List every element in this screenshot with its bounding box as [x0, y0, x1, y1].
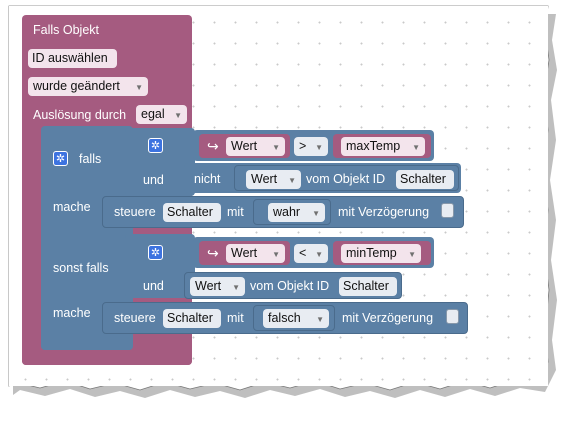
operator-dropdown-1[interactable]: > ▼ — [294, 137, 328, 156]
mit-label-2: mit — [227, 311, 244, 325]
bool-dropdown-1[interactable]: wahr ▼ — [268, 203, 325, 222]
operator-2-label: < — [299, 246, 307, 260]
bool-1-label: wahr — [273, 205, 301, 219]
steuere-label-2: steuere — [114, 311, 156, 325]
gear-icon[interactable]: ✲ — [53, 151, 68, 166]
triangle-down-icon: ▼ — [408, 250, 416, 259]
event-dropdown[interactable]: wurde geändert ▼ — [28, 77, 148, 96]
delay-checkbox-1[interactable] — [441, 203, 454, 218]
triangle-down-icon: ▼ — [272, 250, 280, 259]
triangle-down-icon: ▼ — [315, 143, 323, 152]
id-select-button[interactable]: ID auswählen — [28, 49, 117, 68]
mache-label: mache — [53, 200, 91, 214]
trigger-title: Falls Objekt — [33, 23, 99, 37]
triangle-down-icon: ▼ — [315, 250, 323, 259]
triangle-down-icon: ▼ — [412, 143, 420, 152]
gear-icon[interactable]: ✲ — [148, 245, 163, 260]
variable-dropdown-2[interactable]: minTemp ▼ — [341, 244, 421, 263]
inner-value-dropdown-1[interactable]: Wert ▼ — [246, 170, 301, 189]
object-id-field-1[interactable]: Schalter — [396, 170, 454, 189]
value-dropdown-2-label: Wert — [231, 246, 258, 260]
value-dropdown-1-label: Wert — [231, 139, 258, 153]
vom-objekt-label-1: vom Objekt ID — [306, 172, 386, 186]
und-label-1: und — [143, 173, 164, 187]
bool-2-label: falsch — [268, 311, 301, 325]
steuere-label-1: steuere — [114, 205, 156, 219]
if-block-footer — [41, 338, 133, 350]
sonst-falls-label: sonst falls — [53, 261, 109, 275]
and-block-2[interactable] — [125, 234, 195, 298]
ausloesung-dropdown[interactable]: egal ▼ — [136, 105, 187, 124]
gear-icon[interactable]: ✲ — [148, 138, 163, 153]
triangle-down-icon: ▼ — [288, 176, 296, 185]
value-dropdown-1[interactable]: Wert ▼ — [226, 137, 285, 156]
return-arrow-icon: ↪ — [207, 138, 219, 154]
triangle-down-icon: ▼ — [316, 315, 324, 324]
inner-value-2-label: Wert — [195, 279, 222, 293]
triangle-down-icon: ▼ — [312, 209, 320, 218]
delay-checkbox-2[interactable] — [446, 309, 459, 324]
inner-value-1-label: Wert — [251, 172, 278, 186]
bool-dropdown-2[interactable]: falsch ▼ — [263, 309, 329, 328]
ausloesung-value: egal — [141, 107, 165, 121]
triangle-down-icon: ▼ — [272, 143, 280, 152]
control-object-id-2[interactable]: Schalter — [163, 309, 221, 328]
event-dropdown-label: wurde geändert — [33, 79, 120, 93]
control-object-id-1[interactable]: Schalter — [163, 203, 221, 222]
operator-dropdown-2[interactable]: < ▼ — [294, 244, 328, 263]
vom-objekt-label-2: vom Objekt ID — [250, 279, 330, 293]
triangle-down-icon: ▼ — [135, 83, 143, 92]
mit-label-1: mit — [227, 205, 244, 219]
operator-1-label: > — [299, 139, 307, 153]
variable-2-label: minTemp — [346, 246, 397, 260]
variable-1-label: maxTemp — [346, 139, 401, 153]
falls-label: falls — [79, 152, 102, 166]
trigger-block-footer — [22, 345, 192, 365]
value-dropdown-2[interactable]: Wert ▼ — [226, 244, 285, 263]
verzoegerung-label-2: mit Verzögerung — [342, 311, 434, 325]
triangle-down-icon: ▼ — [232, 283, 240, 292]
inner-value-dropdown-2[interactable]: Wert ▼ — [190, 277, 245, 296]
ausloesung-label: Auslösung durch — [33, 108, 127, 122]
nicht-label: nicht — [194, 172, 221, 186]
triangle-down-icon: ▼ — [174, 111, 182, 120]
object-id-field-2[interactable]: Schalter — [339, 277, 397, 296]
verzoegerung-label-1: mit Verzögerung — [338, 205, 430, 219]
variable-dropdown-1[interactable]: maxTemp ▼ — [341, 137, 425, 156]
mache2-label: mache — [53, 306, 91, 320]
und-label-2: und — [143, 279, 164, 293]
return-arrow-icon: ↪ — [207, 245, 219, 261]
